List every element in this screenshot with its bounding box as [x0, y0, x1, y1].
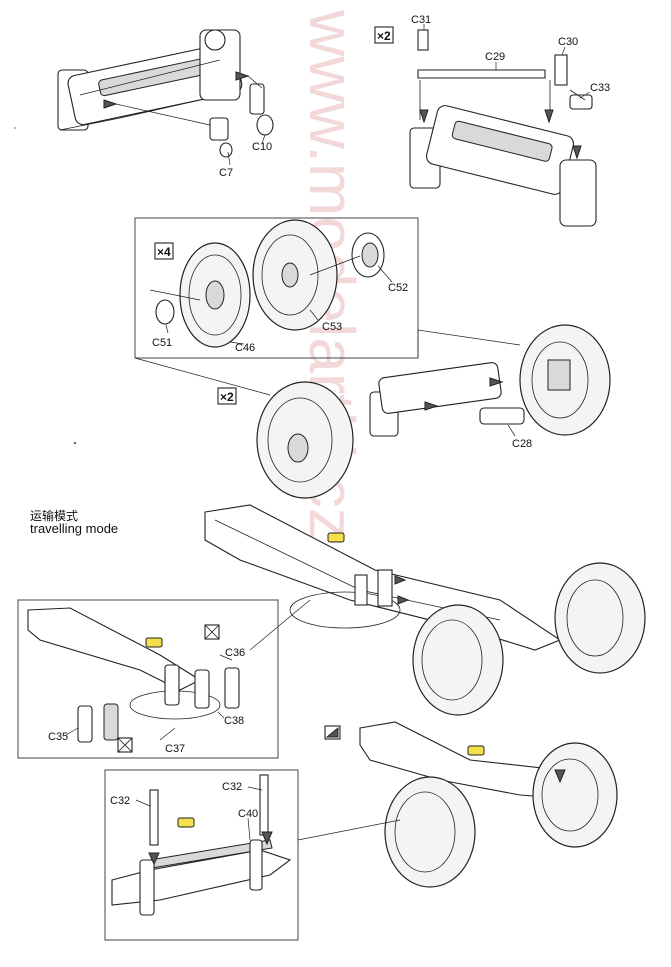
- multiplier-wheel-lower: ×2: [220, 390, 234, 404]
- mode-title-zh: 运输模式: [30, 508, 78, 523]
- cross-box-icon: [204, 624, 220, 640]
- label-c31: C31: [411, 14, 431, 26]
- step-axle-top-right: ×2 C31 C29 C30 C33: [374, 14, 610, 227]
- label-c33: C33: [590, 82, 610, 94]
- label-c30: C30: [558, 36, 578, 48]
- label-c32-left: C32: [110, 795, 130, 807]
- step-wheels-on-axle: ×2 C28: [217, 324, 611, 499]
- label-c38: C38: [224, 715, 244, 727]
- lock-inset-frame: [104, 769, 299, 941]
- step-chassis-travelling: [204, 504, 646, 716]
- scan-speck: [73, 441, 77, 445]
- label-c53: C53: [322, 321, 342, 333]
- lock-inset: C32 C32 C40: [104, 769, 299, 941]
- label-c35: C35: [48, 731, 68, 743]
- label-c29: C29: [485, 51, 505, 63]
- step-axle-top-left: C7 C10: [57, 29, 274, 179]
- scan-speck: [14, 127, 16, 129]
- label-c32-right: C32: [222, 781, 242, 793]
- label-c46: C46: [235, 342, 255, 354]
- paint-triangle-icon: [324, 725, 341, 740]
- multiplier-top-right: ×2: [377, 29, 391, 43]
- label-c28: C28: [512, 438, 532, 450]
- mode-title-en: travelling mode: [30, 521, 118, 536]
- label-c7: C7: [219, 167, 233, 179]
- brake-inset-frame: [17, 599, 279, 759]
- multiplier-badge: [154, 242, 174, 260]
- brake-inset: C36 C38 C35 C37: [17, 599, 279, 759]
- cross-box-icon: [117, 737, 133, 753]
- label-c36: C36: [225, 647, 245, 659]
- label-c52: C52: [388, 282, 408, 294]
- label-c40: C40: [238, 808, 258, 820]
- label-c51: C51: [152, 337, 172, 349]
- multiplier-wheel-inset: ×4: [157, 245, 171, 259]
- wheel-inset: ×4 C52 C53 C51 C46: [134, 217, 521, 396]
- label-c10: C10: [252, 141, 272, 153]
- step-chassis-final: [297, 721, 618, 888]
- label-c37: C37: [165, 743, 185, 755]
- multiplier-badge: [374, 26, 394, 44]
- multiplier-badge: [217, 387, 237, 405]
